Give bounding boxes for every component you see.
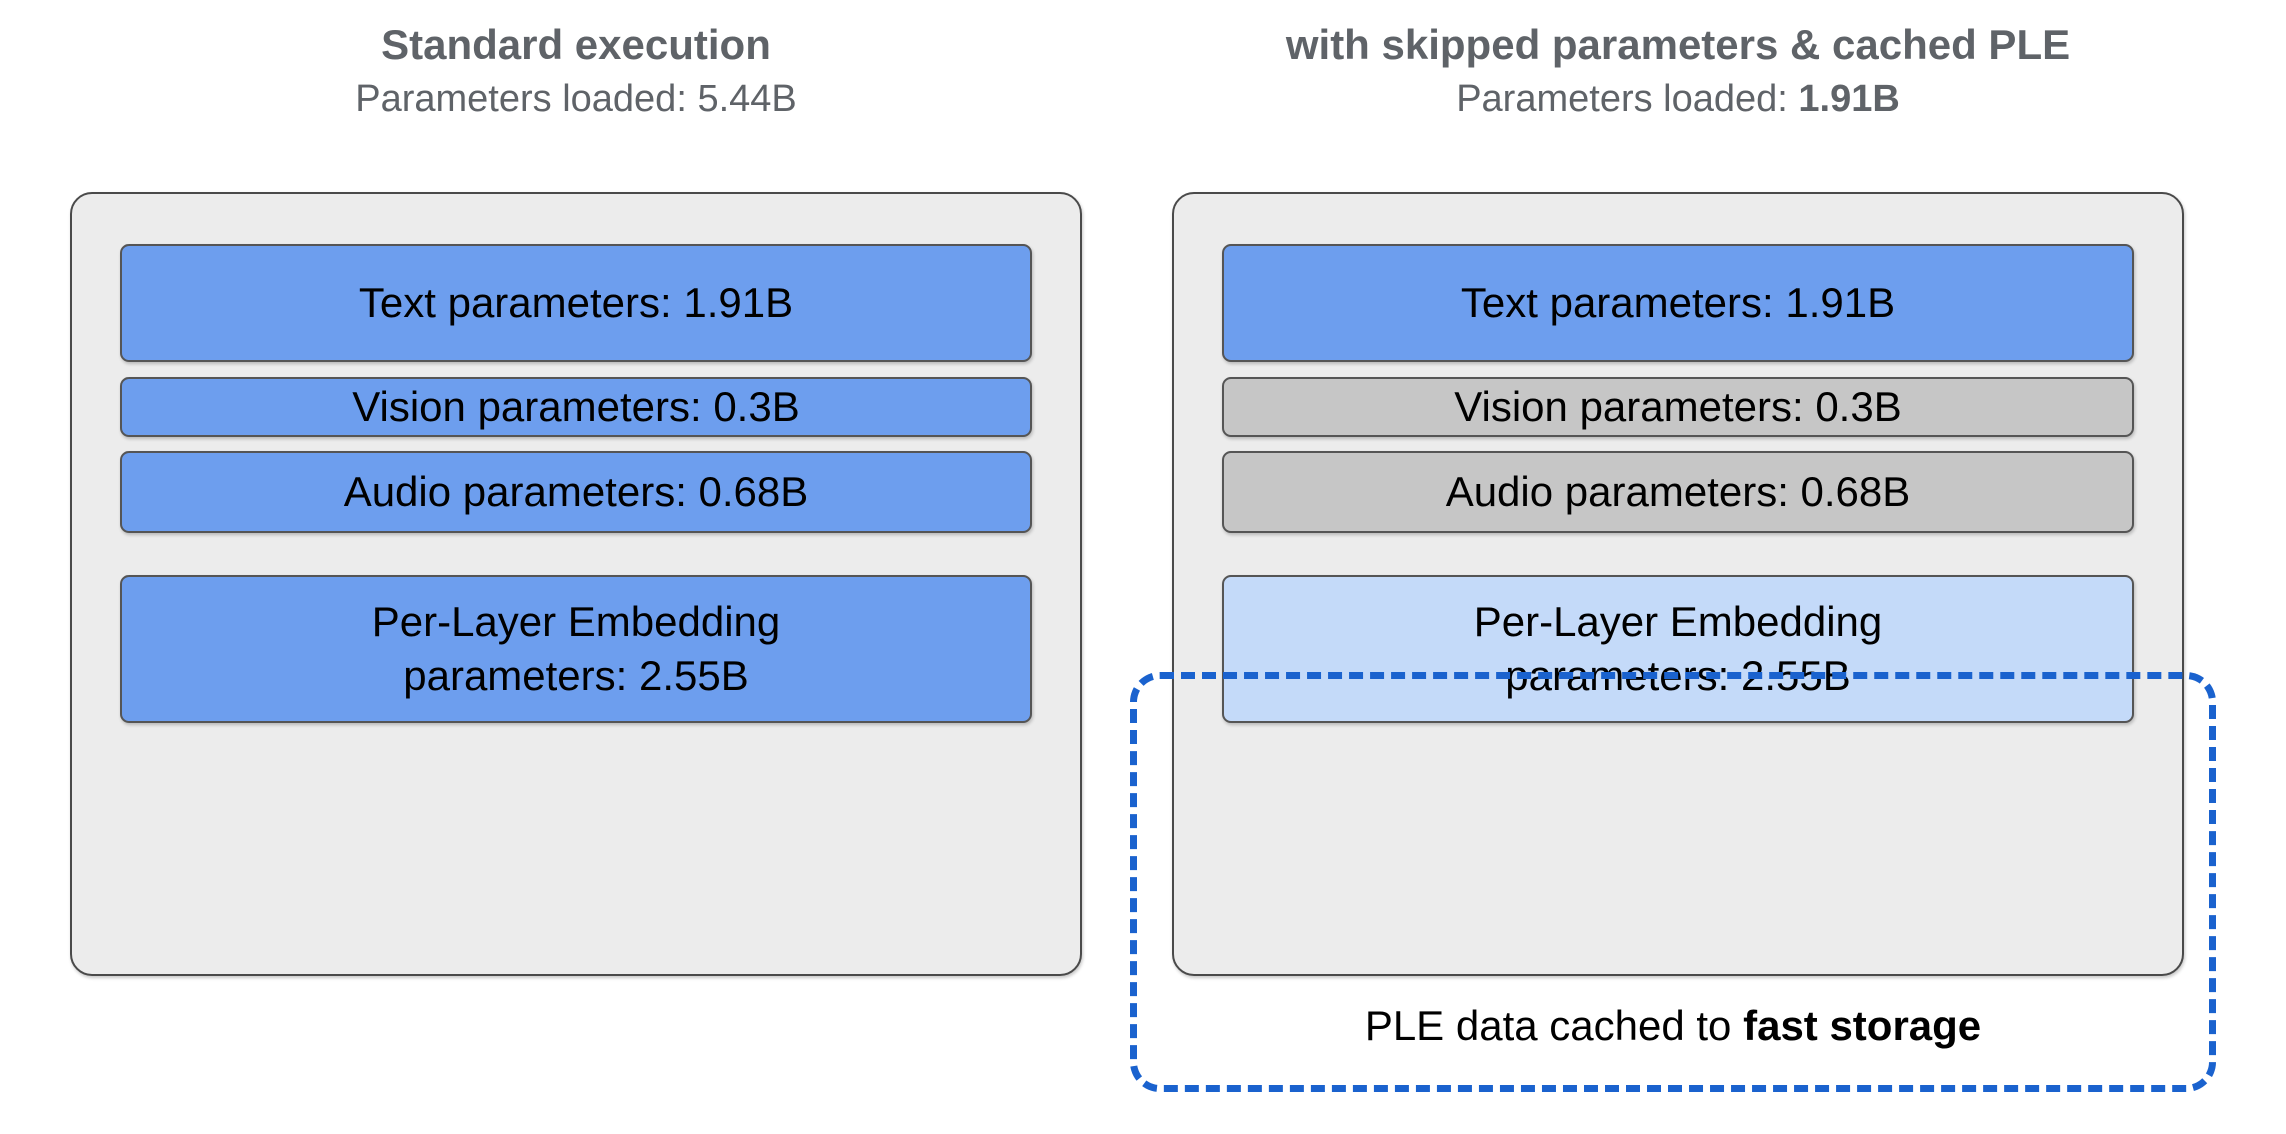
cache-caption-prefix: PLE data cached to	[1364, 1002, 1744, 1049]
subtitle-prefix: Parameters loaded:	[1456, 78, 1799, 120]
block-text-parameters-optimized: Text parameters: 1.91B	[1222, 244, 2134, 362]
ple-label-line2: parameters: 2.55B	[1505, 652, 1851, 699]
cache-caption-emphasis: fast storage	[1743, 1002, 1982, 1049]
block-ple-parameters-optimized: Per-Layer Embedding parameters: 2.55B	[1222, 575, 2134, 723]
subtitle-prefix: Parameters loaded:	[355, 78, 698, 120]
block-ple-parameters-standard: Per-Layer Embedding parameters: 2.55B	[120, 575, 1032, 723]
subtitle-value: 1.91B	[1798, 78, 1900, 120]
column-title-optimized: with skipped parameters & cached PLE	[1285, 21, 2071, 68]
column-subtitle-optimized: Parameters loaded: 1.91B	[1172, 76, 2184, 122]
block-vision-parameters-optimized: Vision parameters: 0.3B	[1222, 377, 2134, 437]
block-text-parameters-standard: Text parameters: 1.91B	[120, 244, 1032, 362]
ple-label-line2: parameters: 2.55B	[403, 652, 749, 699]
block-vision-parameters-standard: Vision parameters: 0.3B	[120, 377, 1032, 437]
column-subtitle-standard: Parameters loaded: 5.44B	[70, 76, 1082, 122]
ple-label-line1: Per-Layer Embedding	[1473, 598, 1883, 645]
column-title-standard: Standard execution	[381, 21, 771, 68]
subtitle-value: 5.44B	[697, 78, 797, 120]
cache-region-caption: PLE data cached to fast storage	[1146, 1000, 2200, 1052]
block-audio-parameters-optimized: Audio parameters: 0.68B	[1222, 451, 2134, 533]
ple-label-line1: Per-Layer Embedding	[371, 598, 781, 645]
block-audio-parameters-standard: Audio parameters: 0.68B	[120, 451, 1032, 533]
